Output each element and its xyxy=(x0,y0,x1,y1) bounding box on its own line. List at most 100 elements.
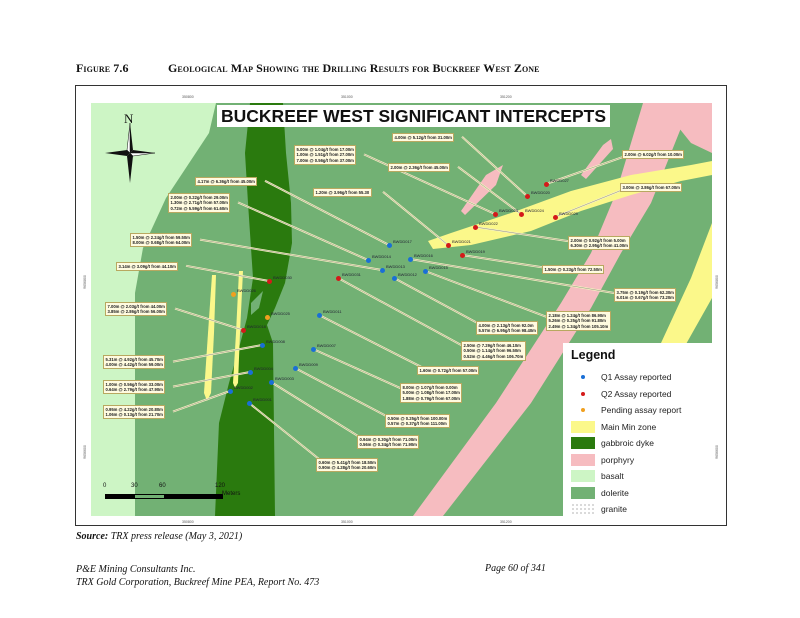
figure-title: Geological Map Showing the Drilling Resu… xyxy=(168,61,540,75)
drill-hole-label: BWDD015 xyxy=(429,265,448,270)
q2-swatch-icon xyxy=(571,388,595,400)
drill-hole-marker[interactable] xyxy=(524,193,530,199)
intercept-line: 8.00m @ 1.07g/t from 0.00m xyxy=(402,384,458,390)
porphyry-band xyxy=(671,103,712,153)
drill-hole-label: BWDD031 xyxy=(342,272,361,277)
drill-hole-marker[interactable] xyxy=(472,224,478,230)
drill-hole-marker[interactable] xyxy=(240,327,246,333)
intercept-line: 2.00m @ 6.02g/t from 10.00m xyxy=(624,151,682,157)
drill-hole-label: BWDD007 xyxy=(317,343,336,348)
drill-hole-marker[interactable] xyxy=(379,267,385,273)
drill-hole-marker[interactable] xyxy=(552,214,558,220)
porphyry-band xyxy=(413,103,691,516)
legend-item: gabbroic dyke xyxy=(571,436,654,450)
footer-company: P&E Mining Consultants Inc. xyxy=(76,564,196,575)
drill-hole-label: BWDD024 xyxy=(525,208,544,213)
drill-hole-label: BWDD023 xyxy=(499,208,518,213)
drill-hole-marker[interactable] xyxy=(391,275,397,281)
intercept-callout: 2.00m @ 6.02g/t from 10.00m xyxy=(622,150,685,159)
intercept-line: 3.85m @ 2.86g/t from 56.00m xyxy=(107,309,165,315)
drill-hole-label: BWDD004 xyxy=(254,366,273,371)
drill-hole-marker[interactable] xyxy=(227,388,233,394)
drill-hole-marker[interactable] xyxy=(266,278,272,284)
drill-hole-marker[interactable] xyxy=(445,242,451,248)
intercept-line: 0.72m @ 5.59g/t from 61.60m xyxy=(170,205,228,211)
drill-hole-marker[interactable] xyxy=(247,369,253,375)
legend-label: Q1 Assay reported xyxy=(601,372,672,382)
drill-hole-marker[interactable] xyxy=(422,268,428,274)
drill-hole-marker[interactable] xyxy=(230,291,236,297)
grid-coordinate-label: 350800 xyxy=(182,520,194,524)
intercept-line: 4.00m @ 4.42g/t from 59.00m xyxy=(105,362,163,368)
main-min-zone-swatch-icon xyxy=(571,420,595,433)
drill-hole-label: BWDD019 xyxy=(466,249,485,254)
drill-hole-label: BWDD016 xyxy=(414,253,433,258)
scale-tick-label: 30 xyxy=(131,483,138,489)
intercept-line: 1.06m @ 0.13g/t from 21.70m xyxy=(105,412,163,418)
grid-coordinate-label: 9656800 xyxy=(82,275,87,289)
legend-label: Main Min zone xyxy=(601,421,657,432)
scale-tick-label: 0 xyxy=(103,483,107,489)
legend-item: Pending assay report xyxy=(571,403,681,417)
drill-hole-marker[interactable] xyxy=(264,314,270,320)
intercept-line: 6.01m @ 0.67g/t from 73.20m xyxy=(616,295,674,301)
pending-swatch-icon xyxy=(571,404,595,416)
drill-hole-label: BWDD011 xyxy=(323,309,342,314)
drill-hole-marker[interactable] xyxy=(246,400,252,406)
footer-report: TRX Gold Corporation, Buckreef Mine PEA,… xyxy=(76,577,320,588)
drill-hole-marker[interactable] xyxy=(459,252,465,258)
legend-label: porphyry xyxy=(601,454,635,465)
scale-tick-label: 60 xyxy=(159,483,166,489)
figure-source: Source: TRX press release (May 3, 2021) xyxy=(76,531,242,542)
source-label: Source: xyxy=(76,531,109,542)
drill-hole-marker[interactable] xyxy=(386,242,392,248)
drill-hole-marker[interactable] xyxy=(543,181,549,187)
intercept-line: 1.60m @ 0.72g/t from 57.00m xyxy=(419,367,477,373)
intercept-line: 8.00m @ 0.68g/t from 64.00m xyxy=(132,240,190,246)
intercept-line: 4.17m @ 6.36g/t from 45.00m xyxy=(197,178,255,184)
gabbroic-dyke-swatch-icon xyxy=(571,437,595,449)
drill-hole-label: BWDD018 xyxy=(247,324,266,329)
drill-hole-marker[interactable] xyxy=(292,365,298,371)
legend-label: granite xyxy=(601,504,627,514)
legend-label: Pending assay report xyxy=(601,405,682,415)
intercept-callout: 3.14m @ 3.09g/t from 44.10m xyxy=(116,262,179,271)
legend-item: porphyry xyxy=(571,453,634,467)
drill-hole-marker[interactable] xyxy=(316,312,322,318)
grid-coordinate-label: 351000 xyxy=(341,520,353,524)
drill-hole-marker[interactable] xyxy=(518,211,524,217)
intercept-line: 1.00m @ 1.51g/t from 27.00m xyxy=(296,152,354,158)
drill-hole-marker[interactable] xyxy=(268,379,274,385)
intercept-callout: 2.00m @ 2.36g/t from 45.00m xyxy=(388,163,451,172)
intercept-line: 1.50m @ 0.23g/t from 72.50m xyxy=(544,266,602,272)
drill-hole-label: BWDD008 xyxy=(266,339,285,344)
drill-hole-marker[interactable] xyxy=(335,275,341,281)
intercept-callout: 1.50m @ 0.23g/t from 72.50m xyxy=(542,265,605,274)
intercept-line: 3.00m @ 3.86g/t from 67.00m xyxy=(622,184,680,190)
drill-hole-label: BWDD027 xyxy=(550,178,569,183)
legend-item: Main Min zone xyxy=(571,420,656,434)
drill-hole-marker[interactable] xyxy=(365,257,371,263)
granite-swatch-icon xyxy=(571,503,595,515)
drill-hole-marker[interactable] xyxy=(407,256,413,262)
north-arrow: N xyxy=(105,111,155,183)
drill-hole-label: BWDD012 xyxy=(398,272,417,277)
compass-icon xyxy=(105,123,155,183)
drill-hole-marker[interactable] xyxy=(310,346,316,352)
drill-hole-label: BWDD020 xyxy=(531,190,550,195)
intercept-line: 1.30m @ 2.71g/t from 57.00m xyxy=(170,200,228,206)
scale-unit: Meters xyxy=(222,491,241,497)
grid-coordinate-label: 9656800 xyxy=(714,275,719,289)
intercept-line: 0.57m @ 0.37g/t from 111.00m xyxy=(387,421,447,427)
drill-hole-marker[interactable] xyxy=(492,211,498,217)
drill-hole-marker[interactable] xyxy=(259,342,265,348)
grid-coordinate-label: 351200 xyxy=(500,520,512,524)
